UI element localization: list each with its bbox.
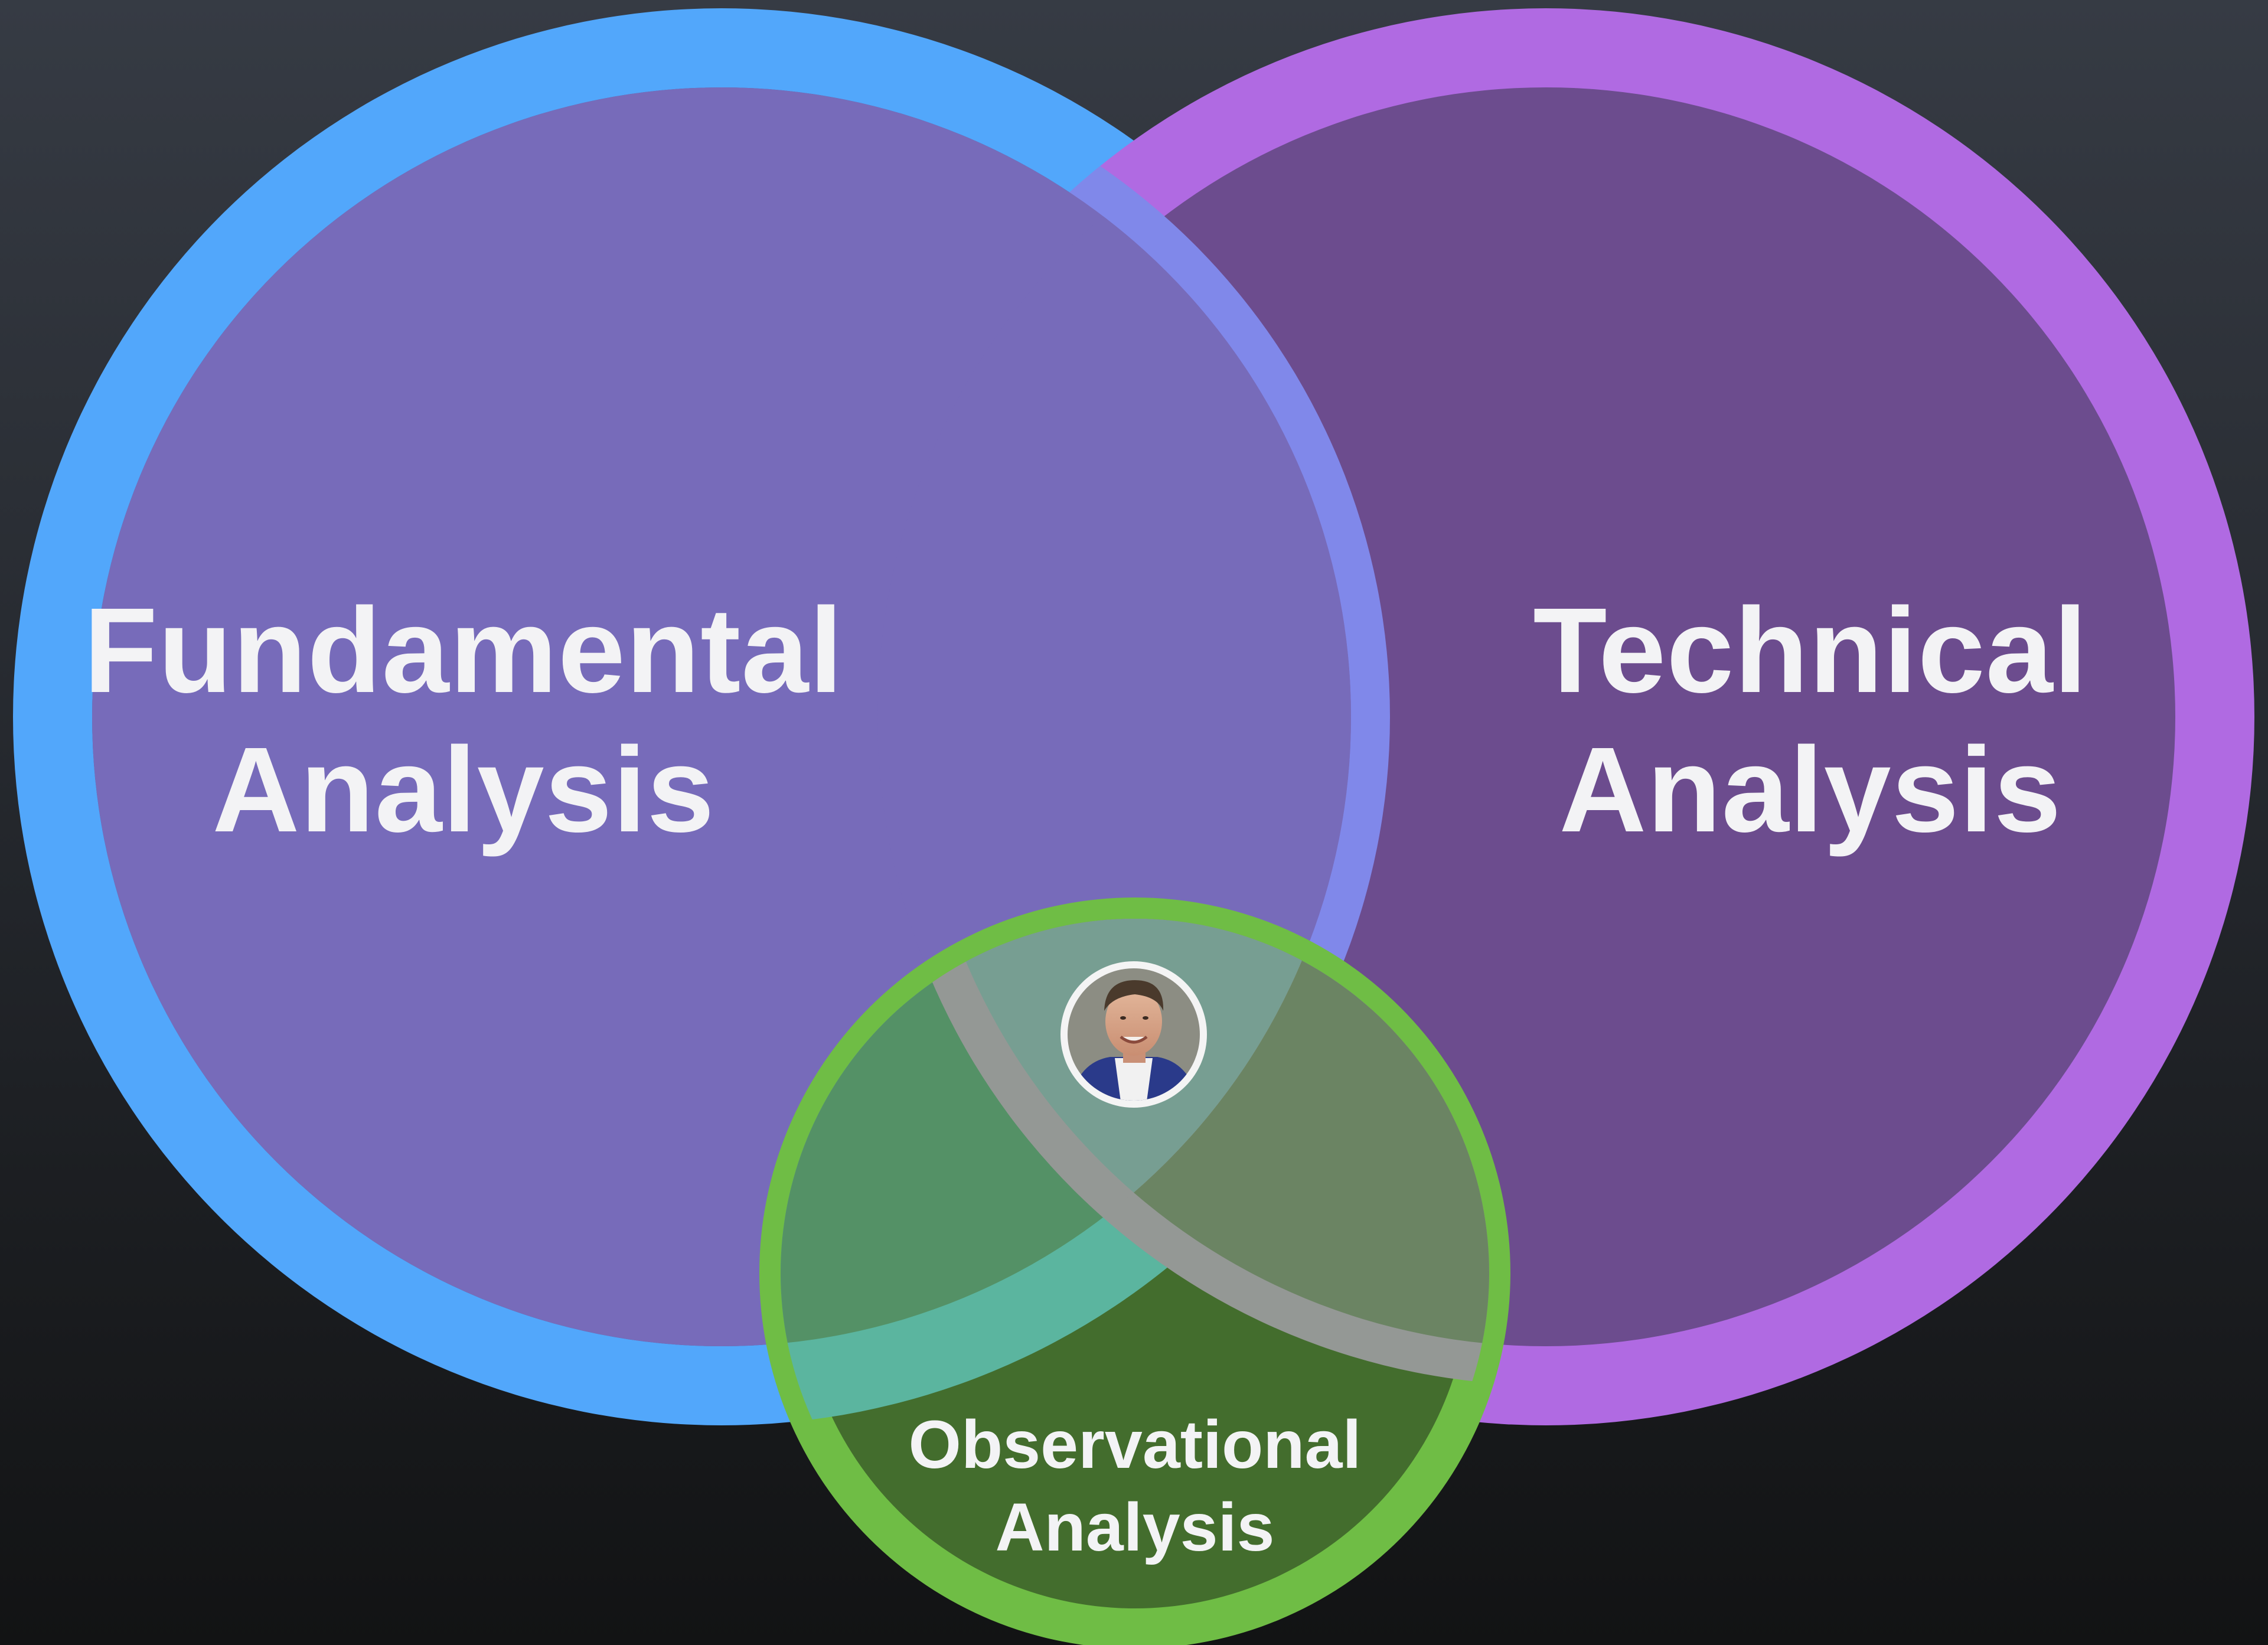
label-fundamental: Fundamental Analysis [84,583,844,857]
fundamental-label-line1: Fundamental [84,583,844,718]
label-technical: Technical Analysis [1533,583,2087,857]
label-observational: Observational Analysis [909,1407,1362,1565]
technical-label-line1: Technical [1533,583,2087,718]
three-way-center [916,919,1351,1346]
person-avatar-icon [1060,961,1207,1108]
observational-label-line1: Observational [909,1407,1362,1483]
fundamental-label-line2: Analysis [212,722,714,857]
observational-label-line2: Analysis [995,1490,1274,1565]
technical-label-line2: Analysis [1559,722,2061,857]
